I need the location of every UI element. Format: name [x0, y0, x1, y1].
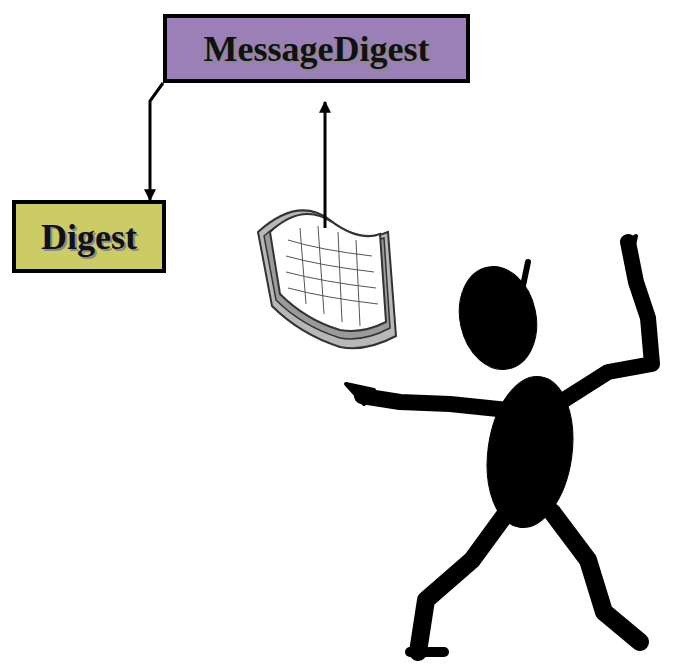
document-icon [258, 102, 396, 348]
box-label: Digest [41, 216, 137, 258]
arrow-connector [150, 83, 163, 200]
stick-figure [346, 236, 652, 652]
box-label: MessageDigest [204, 28, 430, 70]
class-box: MessageDigest [163, 14, 470, 83]
result-box: Digest [12, 200, 166, 273]
